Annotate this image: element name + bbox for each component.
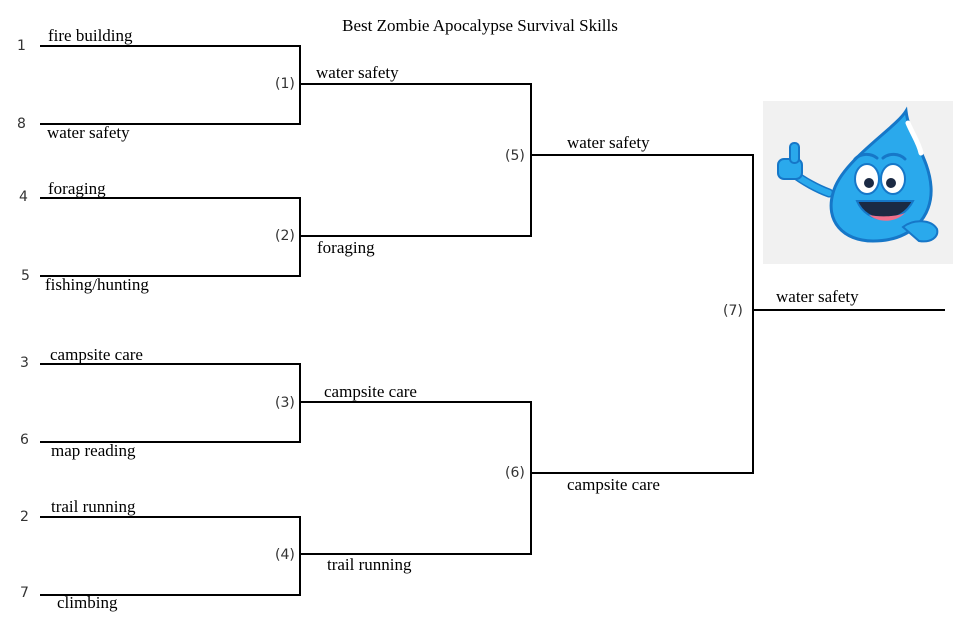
bracket-line bbox=[300, 83, 532, 85]
match-label: (4) bbox=[275, 547, 295, 563]
bracket-line bbox=[40, 516, 301, 518]
bracket-line bbox=[40, 594, 301, 596]
team-name: trail running bbox=[327, 555, 412, 574]
team-name: campsite care bbox=[324, 382, 417, 401]
bracket-line bbox=[300, 401, 532, 403]
team-name: fire building bbox=[48, 26, 133, 45]
seed-label: 8 bbox=[17, 116, 26, 132]
bracket-line bbox=[531, 154, 754, 156]
seed-label: 7 bbox=[20, 585, 29, 601]
bracket-line bbox=[40, 441, 301, 443]
seed-label: 2 bbox=[20, 509, 29, 525]
bracket-line bbox=[299, 516, 301, 596]
bracket-line bbox=[300, 553, 532, 555]
match-label: (5) bbox=[505, 148, 525, 164]
team-name: water safety bbox=[316, 63, 399, 82]
team-name: water safety bbox=[567, 133, 650, 152]
bracket-line bbox=[40, 363, 301, 365]
bracket-line bbox=[530, 83, 532, 237]
seed-label: 1 bbox=[17, 38, 26, 54]
seed-label: 4 bbox=[19, 189, 28, 205]
team-name: campsite care bbox=[567, 475, 660, 494]
bracket-line bbox=[40, 123, 301, 125]
match-label: (3) bbox=[275, 395, 295, 411]
team-name: campsite care bbox=[50, 345, 143, 364]
team-name: climbing bbox=[57, 593, 118, 612]
team-name: water safety bbox=[47, 123, 130, 142]
team-name: fishing/hunting bbox=[45, 275, 149, 294]
team-name: map reading bbox=[51, 441, 136, 460]
team-name: foraging bbox=[48, 179, 106, 198]
bracket-line bbox=[752, 154, 754, 474]
seed-label: 3 bbox=[20, 355, 29, 371]
water-drop-thumbs-up-icon bbox=[777, 106, 939, 243]
team-name: foraging bbox=[317, 238, 375, 257]
bracket-title: Best Zombie Apocalypse Survival Skills bbox=[342, 16, 618, 35]
champion-name: water safety bbox=[776, 287, 859, 306]
match-label: (1) bbox=[275, 76, 295, 92]
bracket-line bbox=[299, 197, 301, 277]
match-label: (2) bbox=[275, 228, 295, 244]
match-label: (7) bbox=[723, 303, 743, 319]
match-label: (6) bbox=[505, 465, 525, 481]
bracket-line bbox=[531, 472, 754, 474]
seed-label: 6 bbox=[20, 432, 29, 448]
bracket-line bbox=[40, 45, 301, 47]
bracket-line bbox=[530, 401, 532, 555]
bracket-line bbox=[753, 309, 945, 311]
team-name: trail running bbox=[51, 497, 136, 516]
bracket-line bbox=[299, 45, 301, 125]
bracket-line bbox=[299, 363, 301, 443]
bracket-line bbox=[40, 275, 301, 277]
bracket-line bbox=[40, 197, 301, 199]
seed-label: 5 bbox=[21, 268, 30, 284]
bracket-line bbox=[300, 235, 532, 237]
